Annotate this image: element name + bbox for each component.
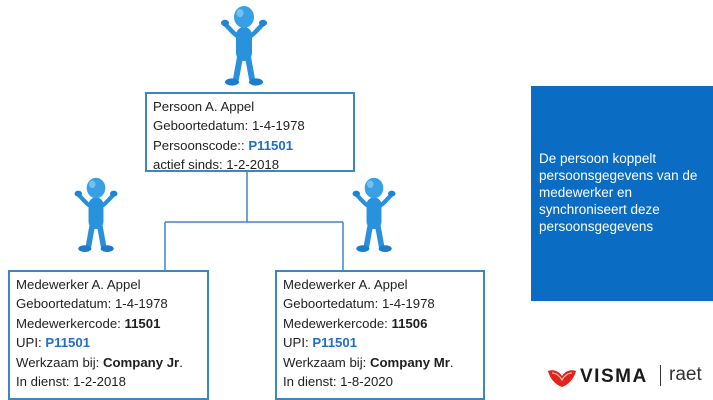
employee-name: Medewerker A. Appel [283,277,408,292]
person-code-value: P11501 [248,137,294,153]
employee-card: Medewerker A. Appel Geboortedatum: 1-4-1… [275,270,485,400]
callout-text: De persoon koppelt persoonsgegevens van … [539,151,698,234]
visma-logo-icon [548,370,576,387]
employee-name: Medewerker A. Appel [16,277,141,292]
employee-start-date: In dienst: 1-2-2018 [16,374,126,390]
employee-employer-value: Company Mr [369,354,450,370]
employee-figure-icon [68,176,124,256]
employee-birthdate: Geboortedatum: 1-4-1978 [16,296,168,312]
employee-upi-label: UPI: [283,335,313,351]
employee-start-date: In dienst: 1-8-2020 [283,374,393,390]
visma-wordmark: VISMA [580,366,648,387]
employee-upi-label: UPI: [16,335,46,351]
employee-code-label: Medewerkercode: [283,315,392,331]
employee-upi-value: P11501 [45,335,91,351]
employee-employer-row: Werkzaam bij: Company Jr. [16,353,203,372]
employee-employer-label: Werkzaam bij: [283,354,370,370]
logo-separator [660,365,661,386]
person-figure-icon [214,5,274,89]
employee-birthdate: Geboortedatum: 1-4-1978 [283,296,435,312]
person-birthdate: Geboortedatum: 1-4-1978 [153,118,305,134]
person-code-label: Persoonscode:: [153,137,249,153]
person-name: Persoon A. Appel [153,99,255,114]
employee-code-label: Medewerkercode: [16,315,125,331]
raet-wordmark: raet [669,364,702,385]
employee-upi-row: UPI: P11501 [283,333,479,352]
person-active-since: actief sinds: 1-2-2018 [153,157,280,173]
employee-figure-icon [346,176,402,256]
employee-card: Medewerker A. Appel Geboortedatum: 1-4-1… [8,270,209,400]
employee-employer-suffix: . [179,354,183,370]
employee-code-row: Medewerkercode: 11501 [16,314,203,333]
employee-code-row: Medewerkercode: 11506 [283,314,479,333]
employee-code-value: 11506 [391,315,428,331]
employee-upi-row: UPI: P11501 [16,333,203,352]
person-code-row: Persoonscode:: P11501 [153,136,349,155]
person-card: Persoon A. Appel Geboortedatum: 1-4-1978… [145,92,355,172]
employee-code-value: 11501 [124,315,161,331]
employee-employer-value: Company Jr [102,354,180,370]
employee-upi-value: P11501 [312,335,358,351]
employee-employer-row: Werkzaam bij: Company Mr. [283,353,479,372]
explanation-callout: De persoon koppelt persoonsgegevens van … [531,86,713,301]
employee-employer-suffix: . [449,354,454,370]
employee-employer-label: Werkzaam bij: [16,354,103,370]
